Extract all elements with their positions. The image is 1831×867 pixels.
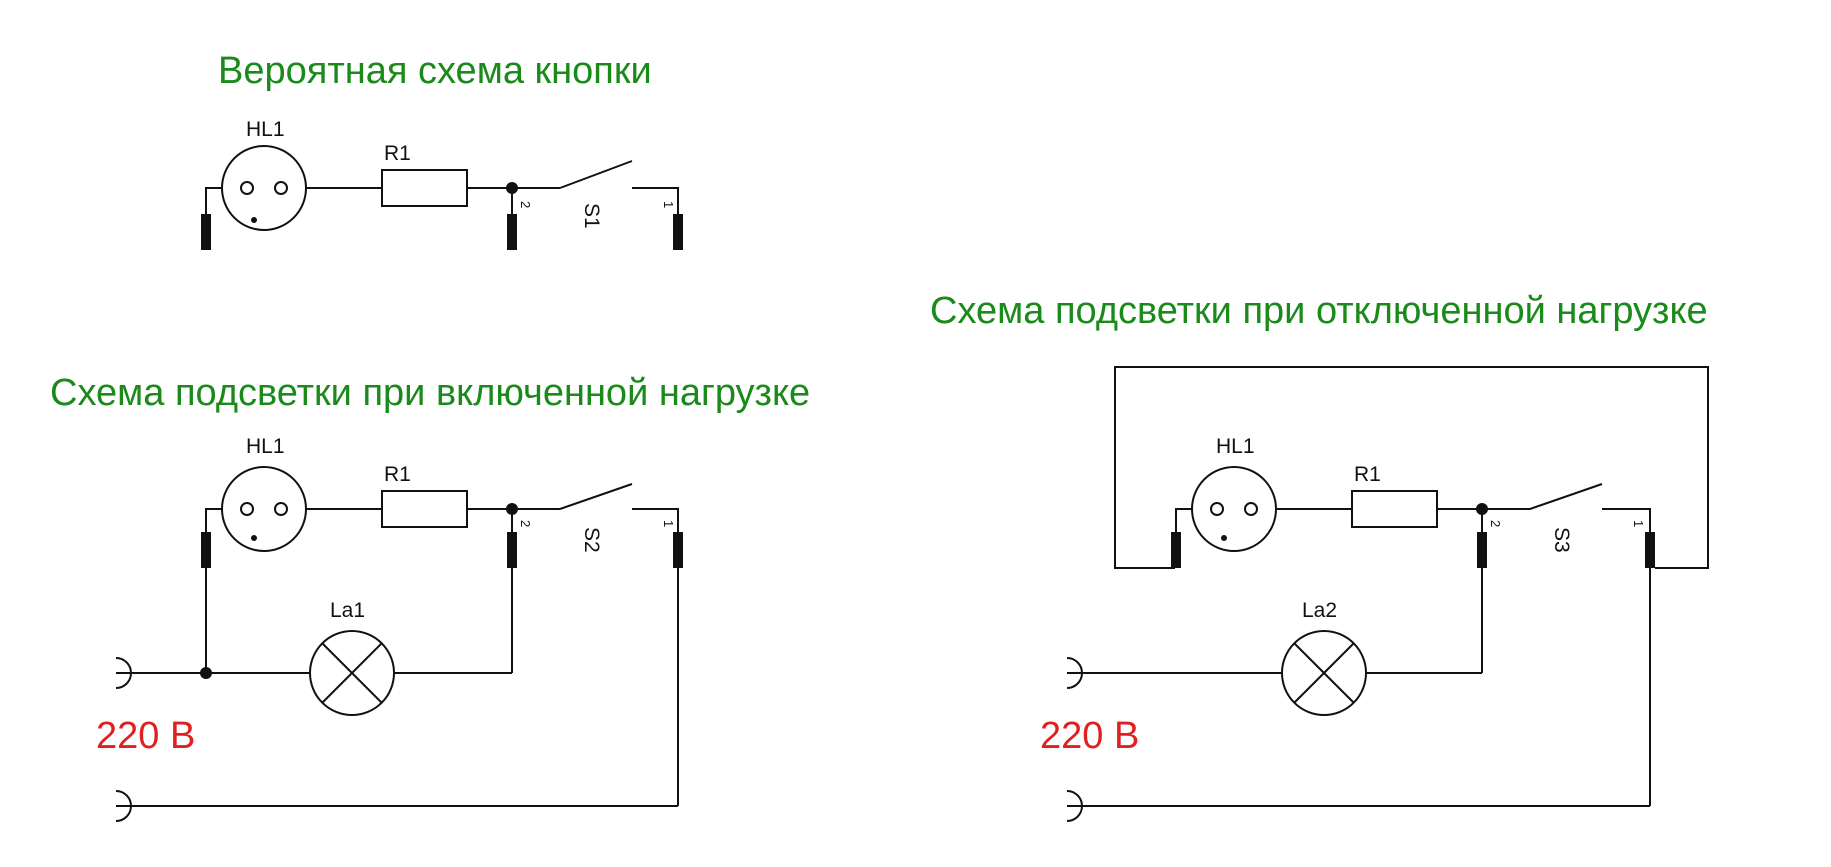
s3-label: S3	[1550, 527, 1573, 553]
socket-terminal-top	[1066, 657, 1087, 689]
button-circuit: HL1 R1 2 1 S1	[201, 118, 683, 250]
socket-terminal-bottom	[1066, 790, 1087, 822]
hl1-label: HL1	[246, 435, 285, 458]
socket-terminal-bottom	[115, 790, 136, 822]
switch-s3-blade	[1529, 483, 1603, 510]
switch-s2-blade	[559, 483, 633, 510]
load-lamp-la1	[309, 630, 395, 716]
terminal-pin-1	[673, 214, 683, 250]
indicator-lamp-hl1	[221, 466, 307, 552]
switch-s3-contact	[1602, 508, 1651, 532]
junction-supply	[200, 667, 212, 679]
indicator-lamp-hl1	[221, 145, 307, 231]
pin-1-label: 1	[661, 520, 676, 527]
hl1-label: HL1	[246, 118, 285, 141]
s2-label: S2	[580, 527, 603, 553]
pin-1-label: 1	[661, 201, 676, 208]
pin-1-label: 1	[1631, 520, 1646, 527]
r1-label: R1	[384, 142, 411, 165]
terminal-pin-1	[673, 532, 683, 568]
wire-bypass-loop	[1114, 366, 1709, 569]
resistor-r1	[381, 169, 468, 207]
resistor-r1	[381, 490, 468, 528]
terminal-pin-2	[507, 532, 517, 568]
switch-s2-contact	[632, 508, 679, 532]
r1-label: R1	[384, 463, 411, 486]
title-button-schematic: Вероятная схема кнопки	[218, 50, 652, 92]
hl1-lead-left	[205, 508, 222, 532]
pin-2-label: 2	[518, 520, 533, 527]
pin-2-label: 2	[1488, 520, 1503, 527]
terminal-pin-2	[1477, 532, 1487, 568]
switch-s1-contact	[632, 187, 679, 214]
terminal-hl1	[201, 532, 211, 568]
s1-label: S1	[580, 203, 603, 229]
title-on-load-schematic: Схема подсветки при включенной нагрузке	[50, 372, 810, 414]
pin-2-label: 2	[518, 201, 533, 208]
la2-label: La2	[1302, 599, 1337, 622]
hl1-label: HL1	[1216, 435, 1255, 458]
indicator-lamp-hl1	[1191, 466, 1277, 552]
switch-s1-blade	[559, 160, 633, 189]
load-lamp-la2	[1281, 630, 1367, 716]
hl1-lead-left	[205, 187, 222, 214]
hl1-lead-left	[1175, 508, 1192, 532]
terminal-hl1	[201, 214, 211, 250]
socket-terminal-top	[115, 657, 136, 689]
resistor-r1	[1351, 490, 1438, 528]
la1-label: La1	[330, 599, 365, 622]
title-off-load-schematic: Схема подсветки при отключенной нагрузке	[930, 290, 1708, 332]
off-load-circuit: HL1 R1 2 1 S3 La2	[1040, 366, 1709, 822]
supply-voltage-label: 220 В	[1040, 715, 1139, 757]
terminal-hl1	[1171, 532, 1181, 568]
supply-voltage-label: 220 В	[96, 715, 195, 757]
r1-label: R1	[1354, 463, 1381, 486]
terminal-pin-1	[1645, 532, 1655, 568]
terminal-pin-2	[507, 214, 517, 250]
on-load-circuit: HL1 R1 2 1 S2 La1	[96, 435, 683, 822]
